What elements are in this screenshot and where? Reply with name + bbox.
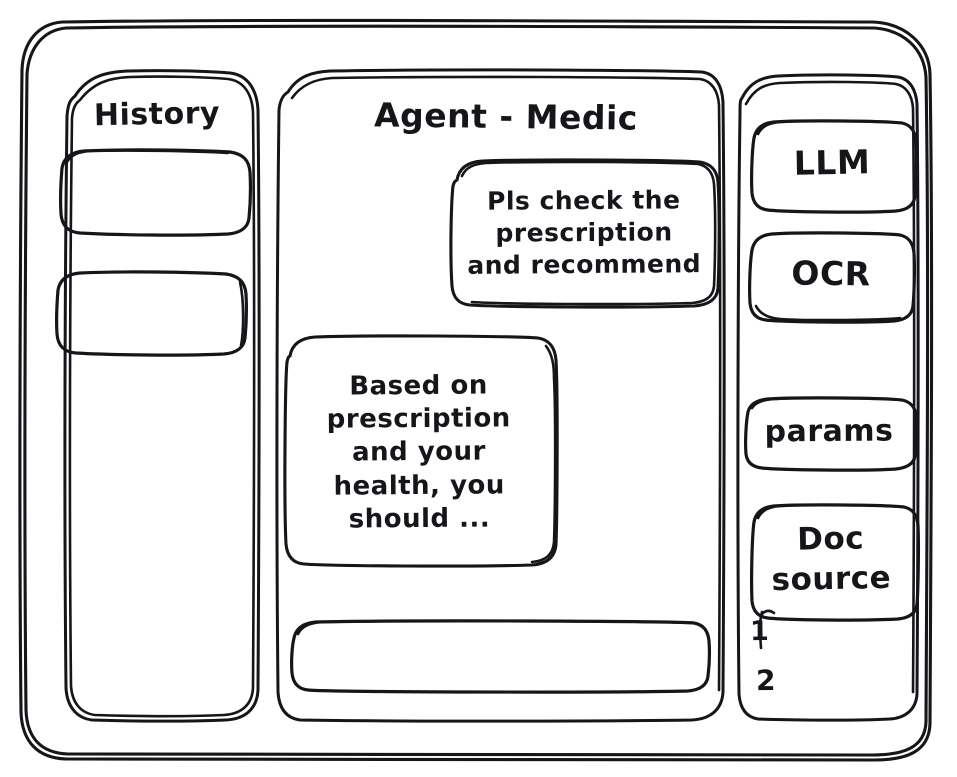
user-message-bubble: Pls check the prescription and recommend xyxy=(467,185,702,280)
history-list-item[interactable] xyxy=(56,150,252,225)
message-input[interactable] xyxy=(292,618,705,684)
tool-button-llm[interactable]: LLM xyxy=(793,142,871,183)
history-panel-title: History xyxy=(93,95,221,134)
tool-button-ocr[interactable]: OCR xyxy=(791,253,871,294)
tool-button-params[interactable]: params xyxy=(764,413,894,450)
agent-title: Agent - Medic xyxy=(373,95,639,138)
tool-button-doc-source[interactable]: Doc source xyxy=(771,520,892,599)
doc-source-ref-1[interactable]: 1 xyxy=(749,615,770,647)
history-list-item[interactable] xyxy=(52,272,244,344)
agent-message-bubble: Based on prescription and your health, y… xyxy=(326,370,511,535)
doc-source-ref-2[interactable]: 2 xyxy=(755,664,777,698)
